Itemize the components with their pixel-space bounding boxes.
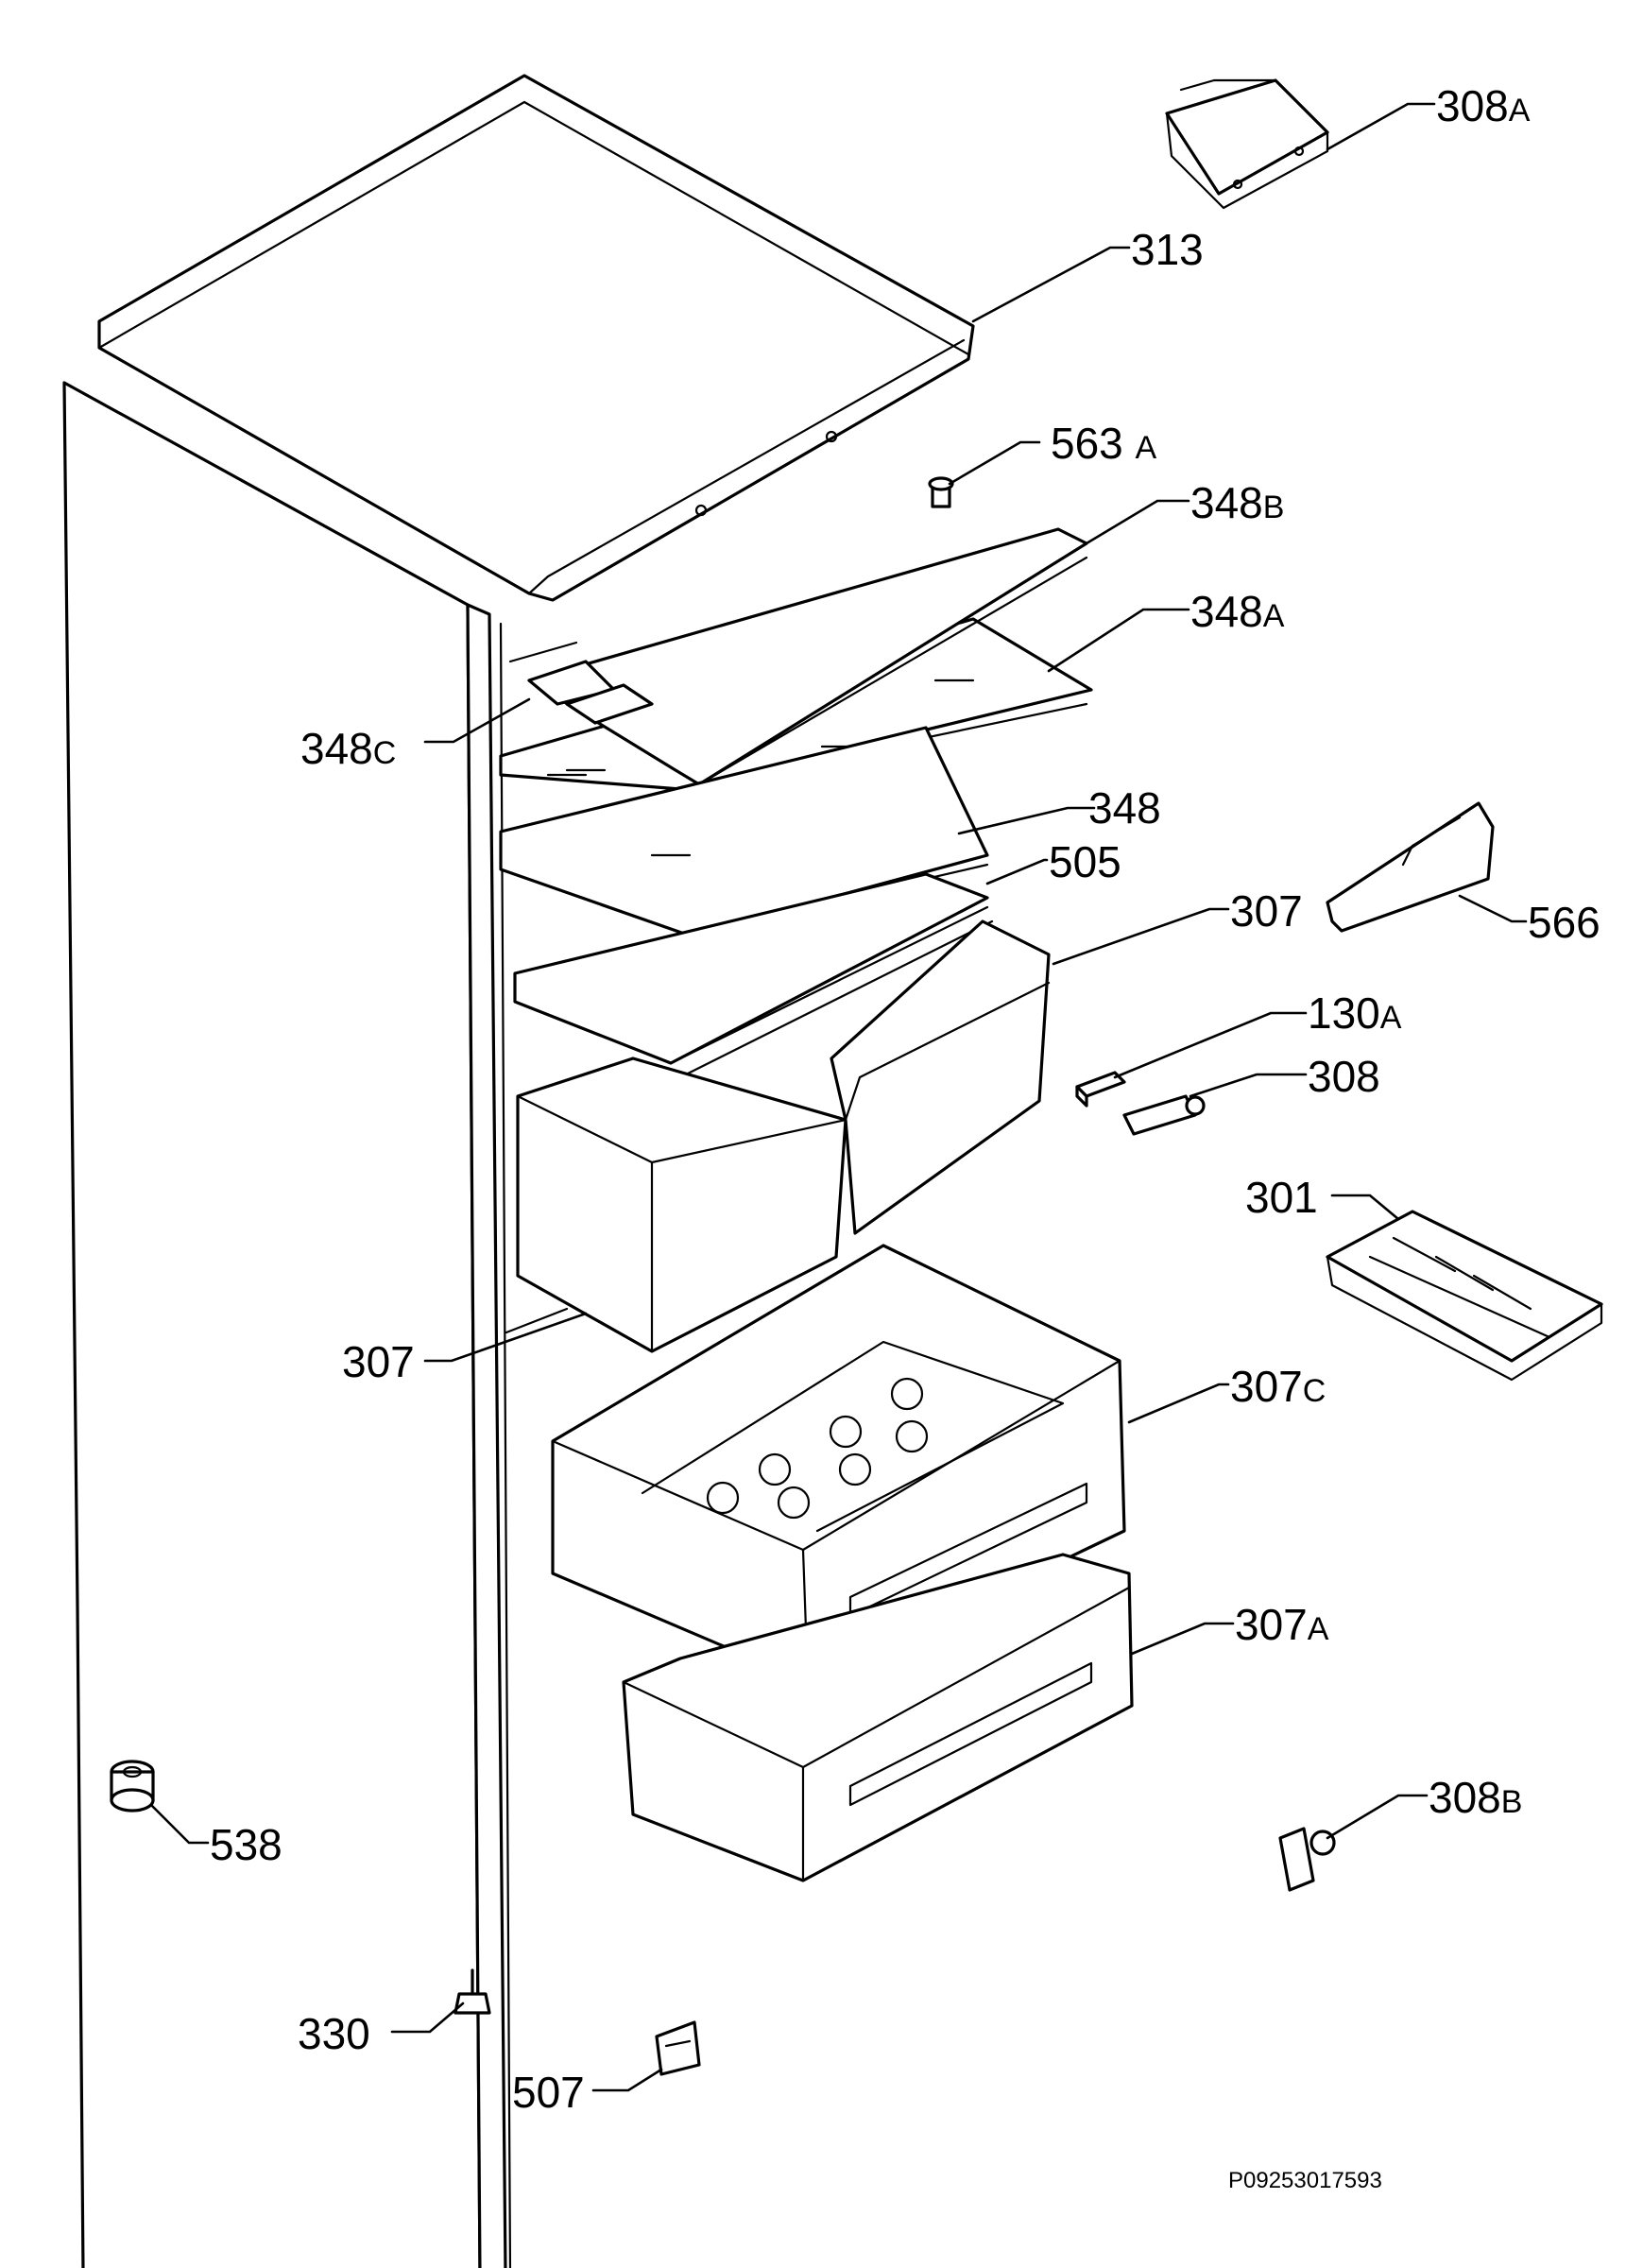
label-308b: 308B xyxy=(1429,1773,1522,1822)
label-505: 505 xyxy=(1049,837,1121,886)
cabinet-body xyxy=(62,381,578,2268)
label-307-upper: 307 xyxy=(1230,886,1303,936)
label-507: 507 xyxy=(512,2068,585,2117)
top-cover-313 xyxy=(97,74,975,602)
glass-shelf-348b-frame xyxy=(527,527,1088,786)
label-313: 313 xyxy=(1131,225,1204,274)
label-308a: 308A xyxy=(1436,81,1531,130)
label-348a: 348A xyxy=(1190,587,1285,636)
label-348b: 348B xyxy=(1190,478,1284,527)
freezer-drawer-307c xyxy=(551,1244,1126,1684)
label-301: 301 xyxy=(1245,1173,1318,1222)
label-308: 308 xyxy=(1308,1052,1380,1101)
label-307-lower: 307 xyxy=(342,1337,415,1386)
leader-lines xyxy=(149,102,1528,2092)
label-307a: 307A xyxy=(1235,1600,1329,1649)
label-563a: 563 A xyxy=(1051,419,1157,468)
hinge-bracket-308a xyxy=(1165,78,1329,210)
ice-tray-301 xyxy=(1326,1210,1603,1382)
part-566 xyxy=(1326,801,1495,933)
label-348: 348 xyxy=(1088,783,1161,833)
screw-563a xyxy=(928,476,954,508)
label-330: 330 xyxy=(298,2009,370,2058)
crisper-drawer-307-left xyxy=(516,1057,847,1353)
label-538: 538 xyxy=(210,1820,282,1869)
adjustable-foot-330 xyxy=(454,1968,491,2015)
label-307c: 307C xyxy=(1230,1362,1326,1411)
label-130a: 130A xyxy=(1308,988,1402,1038)
hinge-308b xyxy=(1278,1827,1336,1892)
clip-507 xyxy=(655,2020,701,2076)
foot-538 xyxy=(110,1760,155,1813)
freezer-drawer-307a xyxy=(622,1553,1134,1882)
shelf-rail-348c xyxy=(527,660,654,725)
crisper-drawer-307-right xyxy=(830,919,1051,1235)
hinge-308 xyxy=(1122,1094,1206,1136)
label-566: 566 xyxy=(1528,898,1600,947)
crisper-cover-505 xyxy=(513,872,994,1079)
part-130a xyxy=(1075,1071,1126,1108)
label-348c: 348C xyxy=(300,724,396,773)
drawing-code: P09253017593 xyxy=(1228,2168,1382,2193)
callout-labels: 308A 313 563 A 348B 348A 348C 348 505 30… xyxy=(210,81,1600,2117)
